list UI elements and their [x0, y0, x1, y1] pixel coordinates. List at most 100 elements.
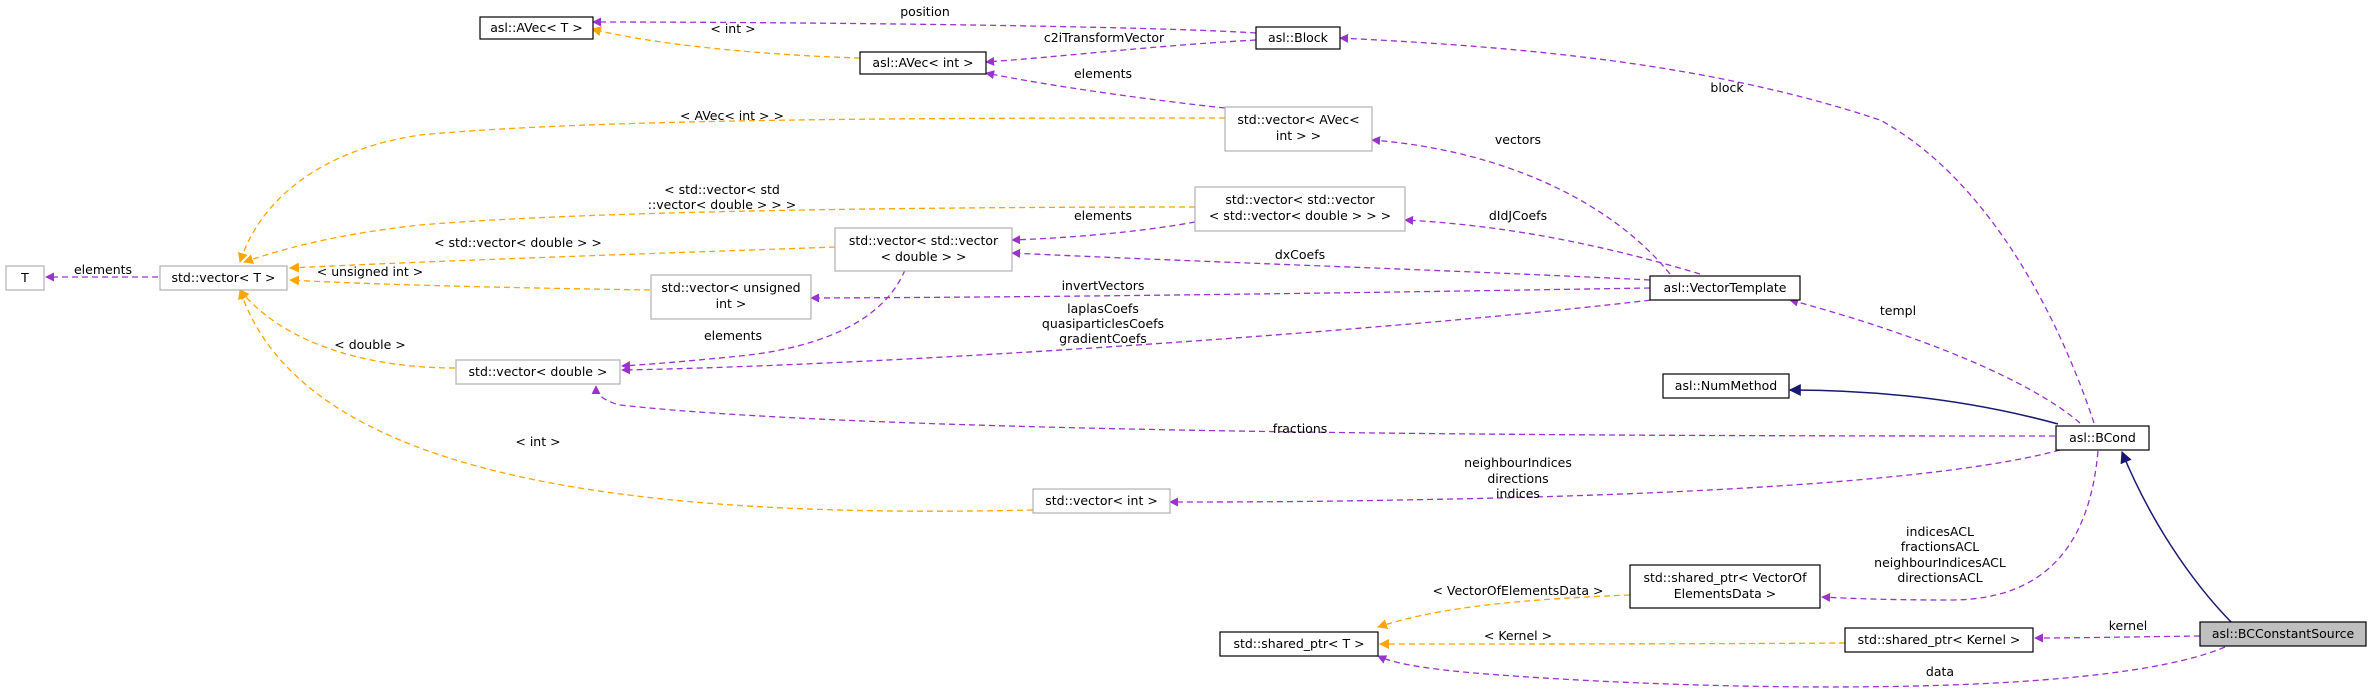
edge-vec-vec-tpl: [243, 206, 1196, 264]
node-vector-int[interactable]: std::vector< int >: [1032, 488, 1171, 514]
edge-kernel-tpl: [1379, 638, 1846, 649]
edge-block: [1339, 33, 2095, 424]
edge-c2i: [985, 39, 1257, 66]
label-didj: dIdJCoefs: [1489, 208, 1547, 223]
label-kernel-tpl: < Kernel >: [1484, 628, 1552, 643]
edge-elements-avec: [985, 70, 1226, 109]
edge-acl: [1821, 450, 2099, 602]
label-laplas-1: laplasCoefs: [1067, 301, 1139, 316]
node-bc-constant-source-label: asl::BCConstantSource: [2212, 626, 2355, 641]
node-shared-ptr-t[interactable]: std::shared_ptr< T >: [1219, 631, 1379, 657]
label-int-tpl-avec: < int >: [710, 21, 755, 36]
node-avec-int-label: asl::AVec< int >: [872, 55, 973, 70]
edge-vectors: [1371, 136, 1671, 275]
edge-voed-tpl: [1377, 594, 1631, 629]
node-vector-t[interactable]: std::vector< T >: [159, 265, 288, 291]
nodes: asl::AVec< T > asl::Block asl::AVec< int…: [5, 16, 2367, 657]
label-neighbour-2: directions: [1487, 471, 1548, 486]
node-avec-t[interactable]: asl::AVec< T >: [479, 16, 594, 40]
edge-neighbour: [1169, 449, 2061, 507]
label-position: position: [900, 4, 950, 19]
edge-int-tpl: [238, 289, 1034, 512]
label-neighbour-3: indices: [1496, 486, 1540, 501]
node-t-label: T: [20, 270, 29, 285]
node-block-label: asl::Block: [1268, 30, 1329, 45]
node-shared-ptr-voed[interactable]: std::shared_ptr< VectorOf ElementsData >: [1629, 564, 1821, 609]
node-vector-template-label: asl::VectorTemplate: [1664, 280, 1787, 295]
node-vector-template[interactable]: asl::VectorTemplate: [1649, 275, 1801, 301]
edge-dx: [1011, 248, 1651, 281]
label-acl-3: neighbourIndicesACL: [1874, 555, 2006, 570]
label-avec-int-tpl: < AVec< int > >: [680, 108, 784, 123]
edge-avec-int-template: [591, 26, 861, 59]
node-bcond-label: asl::BCond: [2069, 430, 2136, 445]
label-laplas-2: quasiparticlesCoefs: [1042, 316, 1164, 331]
node-vector-vector-double[interactable]: std::vector< std::vector < double > >: [834, 227, 1013, 272]
node-bc-constant-source[interactable]: asl::BCConstantSource: [2199, 621, 2367, 647]
node-vector-double[interactable]: std::vector< double >: [455, 359, 621, 385]
edge-invert: [810, 287, 1651, 303]
node-vvd-label-1: std::vector< std::vector: [849, 233, 999, 248]
edge-position: [592, 17, 1257, 34]
node-vector-avec-int[interactable]: std::vector< AVec< int > >: [1224, 106, 1373, 152]
node-avec-int[interactable]: asl::AVec< int >: [859, 51, 987, 75]
label-templ: templ: [1880, 303, 1916, 318]
label-kernel: kernel: [2109, 618, 2148, 633]
node-vector-unsigned-label-1: std::vector< unsigned: [661, 280, 800, 295]
label-elements-avec: elements: [1074, 66, 1132, 81]
node-block[interactable]: asl::Block: [1255, 26, 1341, 50]
label-vectors: vectors: [1495, 132, 1541, 147]
edge-kernel: [2034, 633, 2201, 643]
node-t[interactable]: T: [5, 265, 45, 291]
label-vec-vec-tpl-1: < std::vector< std: [664, 182, 780, 197]
label-unsigned-tpl: < unsigned int >: [317, 264, 423, 279]
edge-bcond-inherits-nummethod: [1788, 384, 2059, 425]
edge-fractions: [591, 385, 2056, 437]
node-vector-avec-int-label-1: std::vector< AVec<: [1237, 112, 1359, 127]
node-shared-ptr-voed-label-2: ElementsData >: [1674, 586, 1777, 601]
edge-didj: [1404, 215, 1701, 275]
node-shared-ptr-kernel[interactable]: std::shared_ptr< Kernel >: [1844, 627, 2034, 653]
label-acl-1: indicesACL: [1906, 524, 1974, 539]
label-laplas-3: gradientCoefs: [1059, 331, 1147, 346]
label-elements-vd: elements: [704, 328, 762, 343]
edges: [45, 17, 2233, 688]
node-vvvd-label-2: < std::vector< double > > >: [1209, 208, 1391, 223]
label-int-tpl: < int >: [515, 434, 560, 449]
node-num-method-label: asl::NumMethod: [1675, 378, 1777, 393]
edge-elements-vd: [621, 269, 906, 371]
node-vector-unsigned-label-2: int >: [716, 296, 747, 311]
edge-labels: position < int > c2iTransformVector elem…: [74, 4, 2147, 679]
label-voed-tpl: < VectorOfElementsData >: [1432, 583, 1603, 598]
node-vector-avec-int-label-2: int > >: [1276, 128, 1321, 143]
edge-avec-int-tpl: [238, 117, 1226, 263]
node-vector-double-label: std::vector< double >: [469, 364, 608, 379]
node-vvvd-label-1: std::vector< std::vector: [1225, 192, 1375, 207]
edge-bccs-inherits-bcond: [2120, 450, 2233, 624]
edge-laplas: [621, 298, 1661, 375]
label-vec-vec-tpl-2: ::vector< double > > >: [648, 197, 796, 212]
edge-unsigned-tpl: [289, 275, 651, 291]
label-dx: dxCoefs: [1275, 247, 1325, 262]
node-bcond[interactable]: asl::BCond: [2055, 425, 2150, 451]
node-num-method[interactable]: asl::NumMethod: [1662, 373, 1790, 399]
label-neighbour-1: neighbourIndices: [1464, 455, 1572, 470]
node-avec-t-label: asl::AVec< T >: [490, 20, 583, 35]
node-shared-ptr-voed-label-1: std::shared_ptr< VectorOf: [1643, 570, 1807, 585]
node-shared-ptr-kernel-label: std::shared_ptr< Kernel >: [1858, 632, 2021, 647]
label-block: block: [1710, 80, 1744, 95]
node-vector-vector-vector-double[interactable]: std::vector< std::vector < std::vector< …: [1194, 186, 1406, 232]
label-acl-4: directionsACL: [1897, 570, 1982, 585]
node-shared-ptr-t-label: std::shared_ptr< T >: [1233, 636, 1364, 651]
label-data: data: [1926, 664, 1954, 679]
label-double-tpl: < double >: [334, 337, 406, 352]
node-vvd-label-2: < double > >: [881, 249, 967, 264]
edge-templ: [1789, 297, 2081, 424]
node-vector-int-label: std::vector< int >: [1045, 493, 1158, 508]
label-elements-vvd: elements: [1074, 208, 1132, 223]
label-fractions: fractions: [1273, 421, 1328, 436]
edge-elements-vvd: [1011, 221, 1196, 245]
node-vector-t-label: std::vector< T >: [172, 270, 276, 285]
node-vector-unsigned-int[interactable]: std::vector< unsigned int >: [650, 274, 812, 320]
